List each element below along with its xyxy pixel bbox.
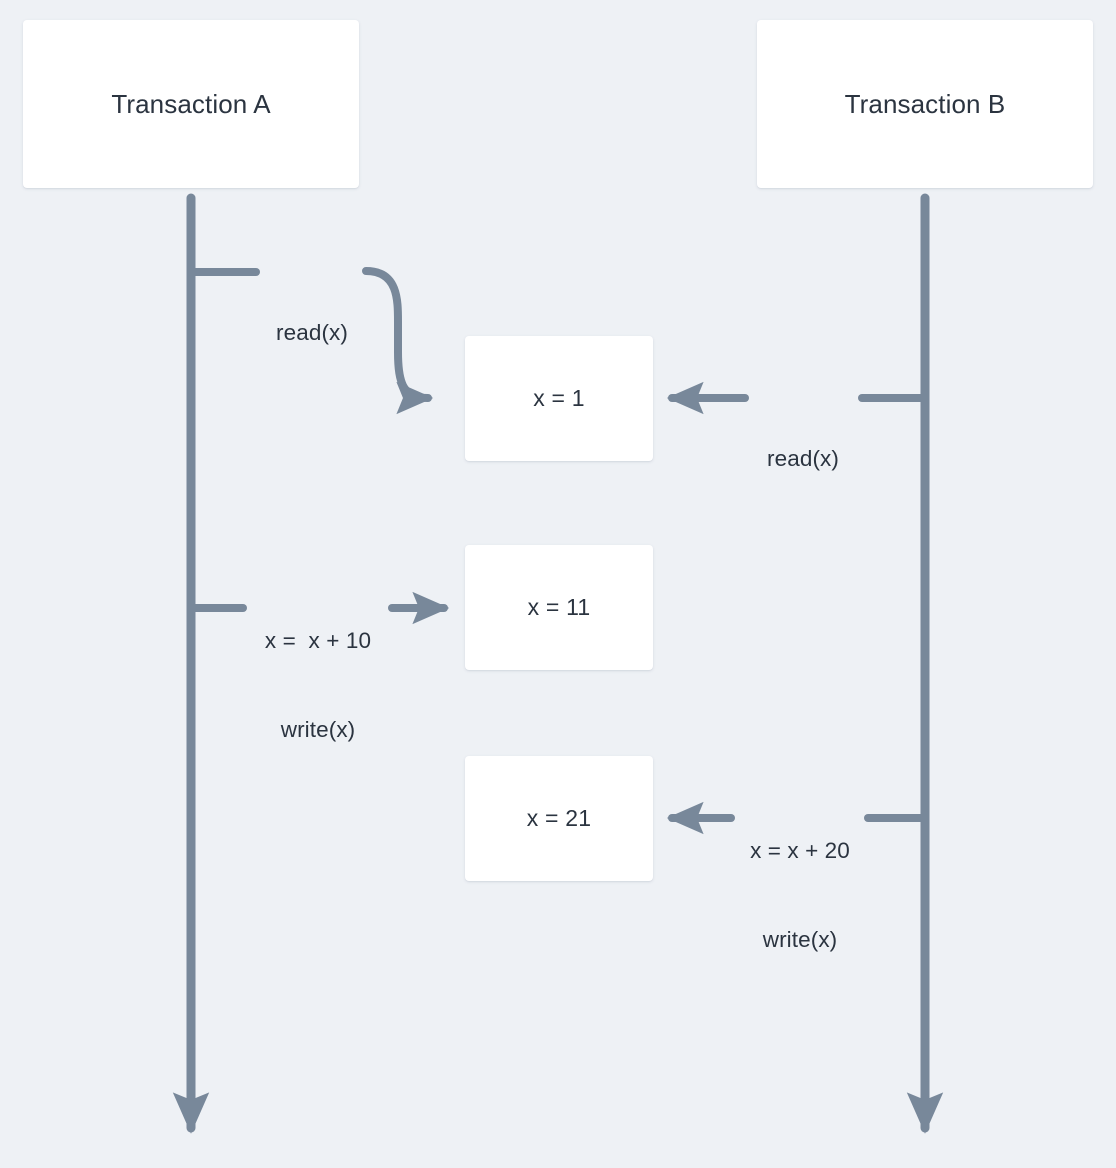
edge-label-msg-b-write-line-2: write(x)	[762, 927, 838, 953]
edge-label-msg-b-read: read(x)	[748, 385, 858, 533]
edge-label-msg-a-write-line-2: write(x)	[280, 717, 356, 743]
state-label-x-11: x = 11	[527, 594, 591, 620]
edge-label-msg-b-read-line-1: read(x)	[767, 446, 839, 472]
edge-label-msg-a-write-line-1: x = x + 10	[264, 628, 372, 654]
connector-msg-a-read-curve	[362, 267, 434, 415]
edge-label-msg-b-write: x = x + 20 write(x)	[725, 777, 875, 1015]
state-label-x-21: x = 21	[526, 805, 592, 831]
state-box-x-21[interactable]: x = 21	[465, 756, 653, 881]
actor-label-transaction-a: Transaction A	[111, 88, 271, 119]
state-label-x-1: x = 1	[533, 385, 585, 411]
edge-label-msg-a-write: x = x + 10 write(x)	[243, 567, 393, 805]
actor-box-transaction-a[interactable]: Transaction A	[23, 20, 359, 188]
actor-box-transaction-b[interactable]: Transaction B	[757, 20, 1093, 188]
edge-label-msg-a-read: read(x)	[262, 259, 362, 407]
state-box-x-1[interactable]: x = 1	[465, 336, 653, 461]
state-box-x-11[interactable]: x = 11	[465, 545, 653, 670]
actor-label-transaction-b: Transaction B	[844, 88, 1006, 119]
edge-label-msg-b-write-line-1: x = x + 20	[750, 838, 850, 864]
edge-label-msg-a-read-line-1: read(x)	[276, 320, 348, 346]
